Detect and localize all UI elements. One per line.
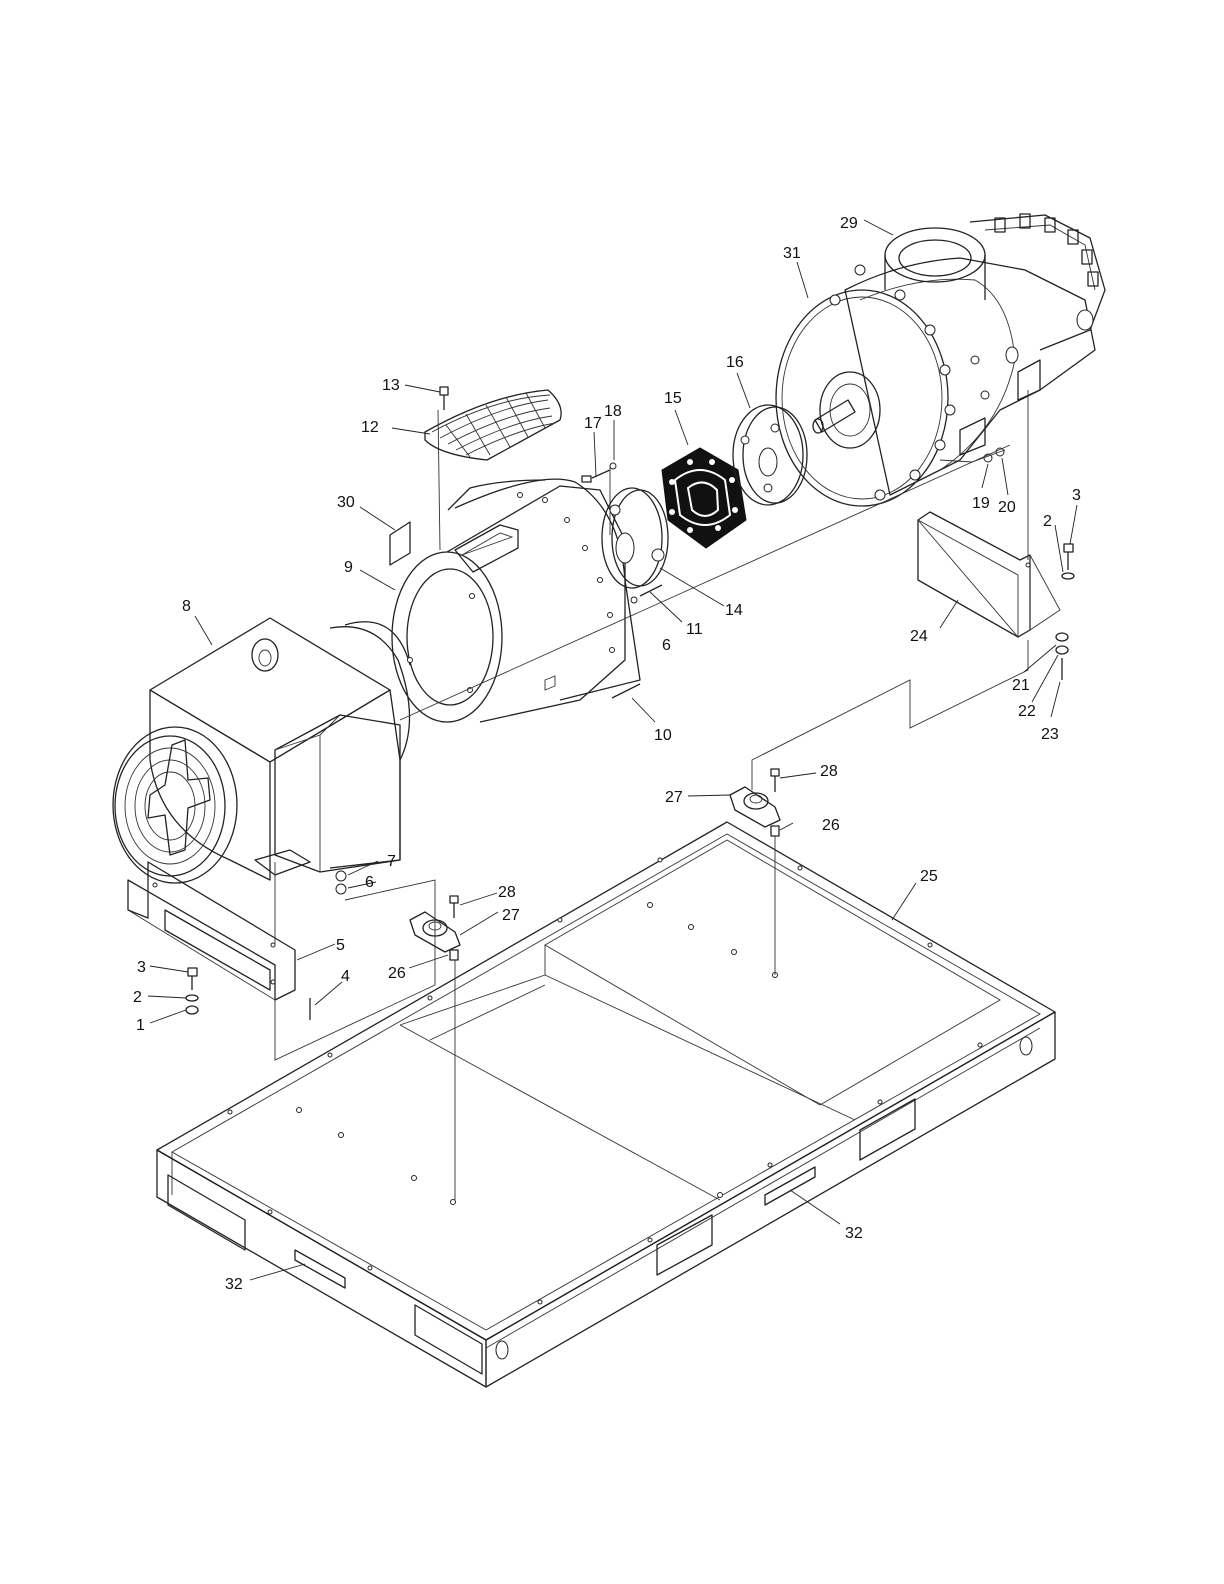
adapter-housing: [392, 479, 640, 722]
callout-14: 14: [725, 602, 743, 619]
callout-13: 13: [382, 377, 400, 394]
callout-16: 16: [726, 354, 744, 371]
callout-32: 32: [225, 1276, 243, 1293]
callout-4: 4: [341, 968, 350, 985]
callout-29: 29: [840, 215, 858, 232]
callout-20: 20: [998, 499, 1016, 516]
callout-24: 24: [910, 628, 928, 645]
callout-19: 19: [972, 495, 990, 512]
callout-28: 28: [820, 763, 838, 780]
callout-31: 31: [783, 245, 801, 262]
callout-15: 15: [664, 390, 682, 407]
compressor-airend: [776, 214, 1105, 506]
callout-23: 23: [1041, 726, 1059, 743]
callout-18: 18: [604, 403, 622, 420]
mount-right: [730, 769, 780, 836]
callout-2: 2: [133, 989, 142, 1006]
callout-8: 8: [182, 598, 191, 615]
callout-10: 10: [654, 727, 672, 744]
callout-26: 26: [822, 817, 840, 834]
assembly-lines: [275, 390, 1028, 1200]
motor-mounting-bracket: [128, 862, 295, 1000]
coupling-hub-motor: [602, 488, 668, 588]
callout-12: 12: [361, 419, 379, 436]
callout-3: 3: [1072, 487, 1081, 504]
callout-2: 2: [1043, 513, 1052, 530]
guard-screw: [440, 387, 448, 410]
callout-6: 6: [365, 874, 374, 891]
callout-28: 28: [498, 884, 516, 901]
callout-3: 3: [137, 959, 146, 976]
coupling-guard: [425, 390, 561, 460]
callout-1: 1: [136, 1017, 145, 1034]
fasteners-left: [186, 871, 346, 1020]
callout-21: 21: [1012, 677, 1030, 694]
callout-32: 32: [845, 1225, 863, 1242]
callout-6: 6: [662, 637, 671, 654]
callout-11: 11: [686, 621, 703, 638]
callout-17: 17: [584, 415, 602, 432]
callout-26: 26: [388, 965, 406, 982]
callout-27: 27: [502, 907, 520, 924]
leader-lines: [148, 220, 1077, 1280]
base-frame: [157, 822, 1055, 1387]
callout-22: 22: [1018, 703, 1036, 720]
callout-9: 9: [344, 559, 353, 576]
callout-7: 7: [387, 853, 396, 870]
callout-27: 27: [665, 789, 683, 806]
electric-motor: [113, 618, 410, 883]
callout-25: 25: [920, 868, 938, 885]
callout-30: 30: [337, 494, 355, 511]
compressor-bracket: [918, 512, 1060, 637]
callout-5: 5: [336, 937, 345, 954]
